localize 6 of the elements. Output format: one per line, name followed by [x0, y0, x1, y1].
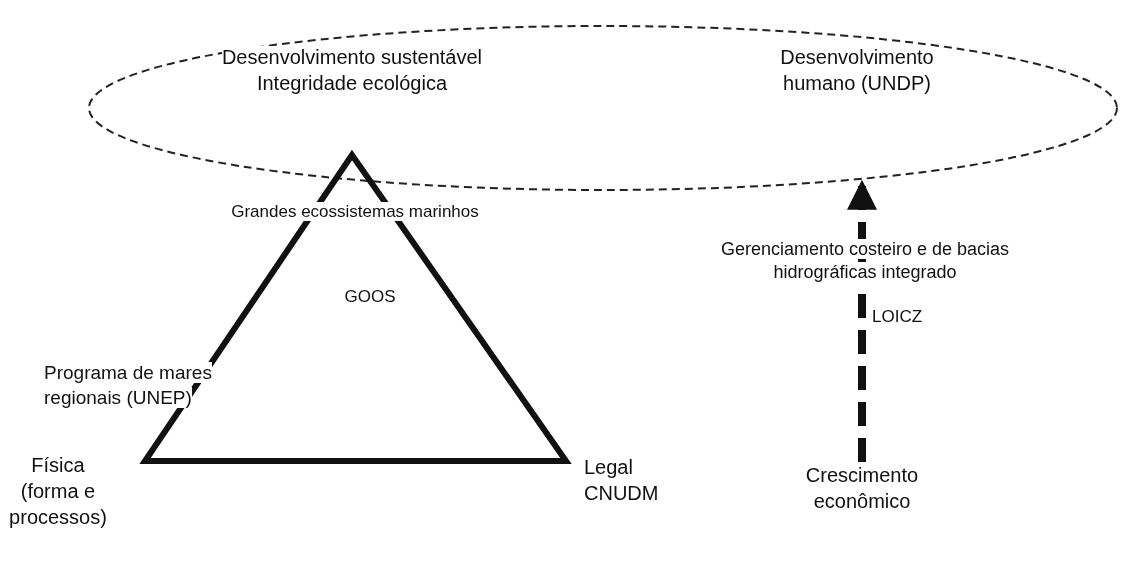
dashed-arrow	[847, 179, 877, 462]
arrow-annotation: Gerenciamento costeiro e de bacias hidrográficas integrado	[719, 238, 1011, 285]
node-text: Desenvolvimento sustentável Integridade ecológica	[220, 45, 484, 96]
node-text: Programa de mares regionais (UNEP)	[44, 361, 213, 410]
node-text: Grandes ecossistemas marinhos	[230, 201, 480, 223]
node-text: Desenvolvimento humano (UNDP)	[779, 45, 935, 96]
